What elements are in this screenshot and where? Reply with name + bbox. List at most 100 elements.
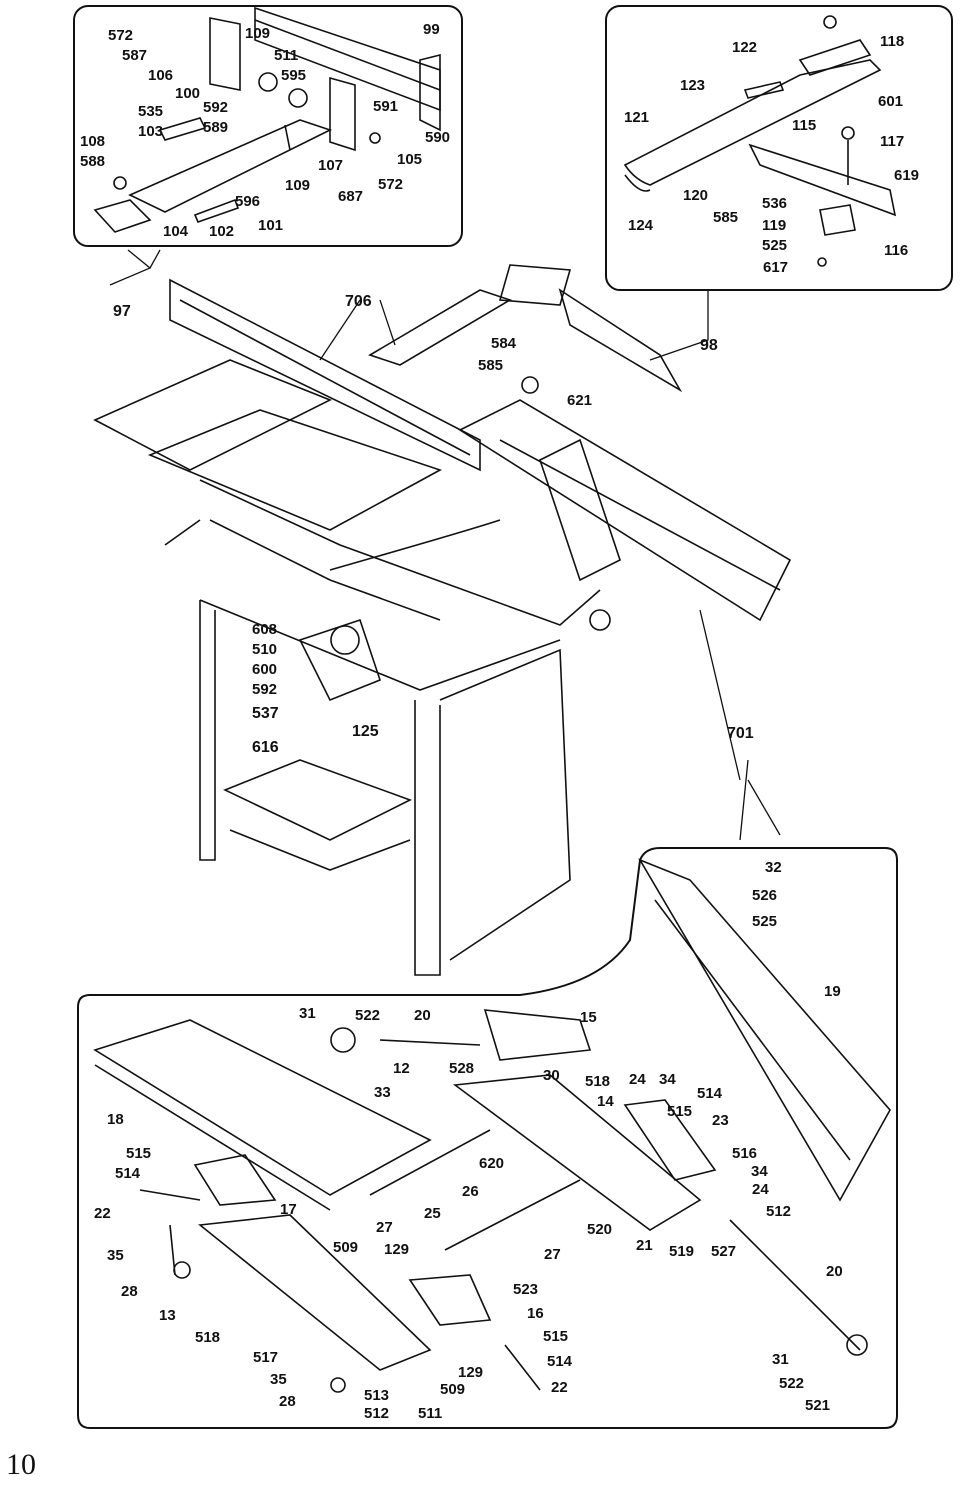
label-102: 102 — [209, 223, 234, 240]
label-687: 687 — [338, 188, 363, 205]
label-17: 17 — [280, 1201, 297, 1218]
label-595: 595 — [281, 67, 306, 84]
label-528: 528 — [449, 1060, 474, 1077]
label-515-lower: 515 — [543, 1328, 568, 1345]
label-122: 122 — [732, 39, 757, 56]
label-22: 22 — [94, 1205, 111, 1222]
label-129: 129 — [384, 1241, 409, 1258]
label-617: 617 — [763, 259, 788, 276]
inset-frame-bottom — [77, 847, 898, 1429]
label-536: 536 — [762, 195, 787, 212]
label-25: 25 — [424, 1205, 441, 1222]
label-120: 120 — [683, 187, 708, 204]
label-537: 537 — [252, 705, 279, 722]
label-121: 121 — [624, 109, 649, 126]
label-512-lower: 512 — [364, 1405, 389, 1422]
label-35-lower: 35 — [270, 1371, 287, 1388]
label-512: 512 — [766, 1203, 791, 1220]
label-19: 19 — [824, 983, 841, 1000]
part-labels: 97 98 701 706 572 587 106 100 535 103 10… — [80, 21, 919, 1422]
label-518-left: 518 — [195, 1329, 220, 1346]
label-521: 521 — [805, 1397, 830, 1414]
label-26: 26 — [462, 1183, 479, 1200]
label-129-lower: 129 — [458, 1364, 483, 1381]
label-520: 520 — [587, 1221, 612, 1238]
label-23: 23 — [712, 1112, 729, 1129]
label-588: 588 — [80, 153, 105, 170]
label-28-lower: 28 — [279, 1393, 296, 1410]
label-12: 12 — [393, 1060, 410, 1077]
label-513: 513 — [364, 1387, 389, 1404]
label-706: 706 — [345, 293, 372, 310]
table-parts-drawing — [93, 858, 891, 1393]
label-572b: 572 — [378, 176, 403, 193]
label-116: 116 — [884, 242, 908, 259]
label-124: 124 — [628, 217, 654, 234]
main-machine-drawing — [93, 264, 792, 976]
label-35: 35 — [107, 1247, 124, 1264]
label-596: 596 — [235, 193, 260, 210]
label-516: 516 — [732, 1145, 757, 1162]
label-16: 16 — [527, 1305, 544, 1322]
label-592: 592 — [203, 99, 228, 116]
label-123: 123 — [680, 77, 705, 94]
label-105: 105 — [397, 151, 422, 168]
page-number: 10 — [6, 1448, 36, 1481]
label-600: 600 — [252, 661, 277, 678]
label-13: 13 — [159, 1307, 176, 1324]
label-15: 15 — [580, 1009, 597, 1026]
label-592-middle: 592 — [252, 681, 277, 698]
label-515: 515 — [667, 1103, 692, 1120]
label-20: 20 — [414, 1007, 431, 1024]
label-106: 106 — [148, 67, 173, 84]
label-535: 535 — [138, 103, 163, 120]
label-523: 523 — [513, 1281, 538, 1298]
label-24: 24 — [629, 1071, 646, 1088]
label-590: 590 — [425, 129, 450, 146]
label-103: 103 — [138, 123, 163, 140]
label-30: 30 — [543, 1067, 560, 1084]
label-97: 97 — [113, 303, 131, 320]
label-33: 33 — [374, 1084, 391, 1101]
label-608: 608 — [252, 621, 277, 638]
fence-parts-drawing — [93, 6, 441, 233]
label-509: 509 — [333, 1239, 358, 1256]
inset-frame-top-left — [73, 5, 463, 247]
label-511-lower: 511 — [418, 1405, 442, 1422]
label-27: 27 — [376, 1219, 393, 1236]
label-620: 620 — [479, 1155, 504, 1172]
label-20-lower: 20 — [826, 1263, 843, 1280]
label-701: 701 — [727, 725, 754, 742]
label-591: 591 — [373, 98, 398, 115]
label-104: 104 — [163, 223, 189, 240]
label-32: 32 — [765, 859, 782, 876]
label-24-lower: 24 — [752, 1181, 769, 1198]
label-525-bottom: 525 — [752, 913, 777, 930]
label-28: 28 — [121, 1283, 138, 1300]
label-525: 525 — [762, 237, 787, 254]
label-518: 518 — [585, 1073, 610, 1090]
label-31: 31 — [299, 1005, 316, 1022]
label-585: 585 — [713, 209, 738, 226]
label-589: 589 — [203, 119, 228, 136]
label-108: 108 — [80, 133, 105, 150]
label-514-left: 514 — [115, 1165, 141, 1182]
label-601: 601 — [878, 93, 903, 110]
label-31-lower: 31 — [772, 1351, 789, 1368]
inset-frame-top-right — [605, 5, 953, 291]
label-21: 21 — [636, 1237, 653, 1254]
label-14: 14 — [597, 1093, 614, 1110]
label-514: 514 — [697, 1085, 723, 1102]
label-527: 527 — [711, 1243, 736, 1260]
label-118: 118 — [880, 33, 904, 50]
label-34-lower: 34 — [751, 1163, 768, 1180]
label-514-lower: 514 — [547, 1353, 573, 1370]
label-117: 117 — [880, 133, 904, 150]
label-107: 107 — [318, 157, 343, 174]
callout-pointers — [109, 249, 781, 841]
label-572: 572 — [108, 27, 133, 44]
label-115: 115 — [792, 117, 816, 134]
label-18: 18 — [107, 1111, 124, 1128]
label-585-middle: 585 — [478, 357, 503, 374]
